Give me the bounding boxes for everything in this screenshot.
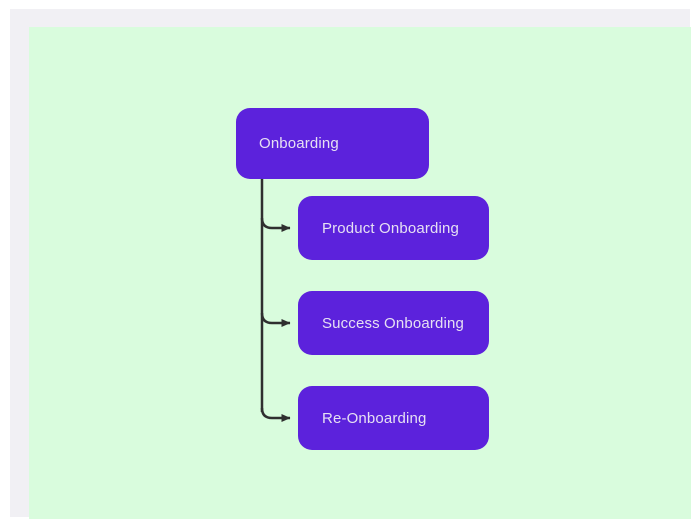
edge-to-product-onboarding (260, 217, 291, 232)
node-onboarding[interactable]: Onboarding (236, 108, 429, 179)
node-re-onboarding[interactable]: Re-Onboarding (298, 386, 489, 450)
edge-to-re-onboarding (260, 407, 291, 422)
connector-layer (260, 179, 291, 422)
node-product-onboarding[interactable]: Product Onboarding (298, 196, 489, 260)
node-product-onboarding-label: Product Onboarding (322, 219, 459, 237)
page-frame: Onboarding Product Onboarding Success On… (10, 9, 691, 519)
node-success-onboarding[interactable]: Success Onboarding (298, 291, 489, 355)
node-onboarding-label: Onboarding (259, 135, 339, 152)
node-success-onboarding-label: Success Onboarding (322, 314, 464, 332)
node-re-onboarding-label: Re-Onboarding (322, 409, 427, 427)
edge-to-success-onboarding (260, 312, 291, 327)
diagram-canvas[interactable]: Onboarding Product Onboarding Success On… (29, 27, 691, 519)
